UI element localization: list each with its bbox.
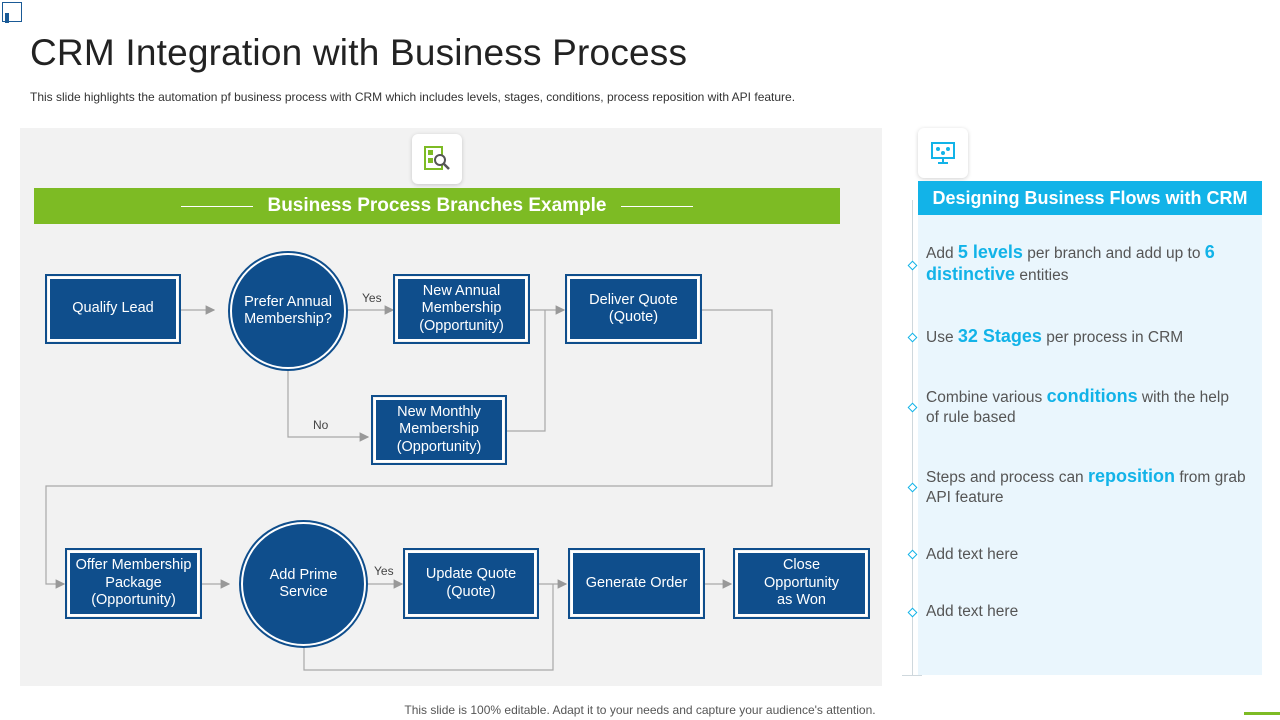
timeline-base <box>902 675 922 676</box>
node-prefer-annual-membership: Prefer Annual Membership? <box>230 253 346 369</box>
node-close-opportunity: Close Opportunity as Won <box>733 548 870 619</box>
branches-banner: Business Process Branches Example <box>34 188 840 224</box>
label-yes-annual: Yes <box>362 291 382 305</box>
crm-flows-header: Designing Business Flows with CRM <box>918 181 1262 215</box>
monitor-flow-icon-box <box>918 128 968 178</box>
connector-prefer-to-monthly <box>287 370 370 442</box>
banner-line-right <box>620 205 693 207</box>
connector-monthly-to-deliver <box>506 310 546 432</box>
monitor-flow-icon <box>931 142 955 164</box>
crm-flows-panel <box>918 205 1262 675</box>
banner-line-left <box>181 205 254 207</box>
point-placeholder-1: Add text here <box>926 546 1019 563</box>
point-placeholder-2: Add text here <box>926 603 1019 620</box>
connector-deliver-to-offer <box>45 309 773 589</box>
page-title: CRM Integration with Business Process <box>30 32 688 73</box>
node-deliver-quote: Deliver Quote (Quote) <box>565 274 702 344</box>
label-no-monthly: No <box>313 418 329 432</box>
node-add-prime-service: Add Prime Service <box>241 522 366 646</box>
point-levels: Add 5 levels per branch and add up to 6 … <box>926 242 1215 284</box>
node-offer-membership-package: Offer Membership Package (Opportunity) <box>65 548 202 619</box>
label-yes-update: Yes <box>374 564 394 578</box>
node-update-quote: Update Quote (Quote) <box>403 548 539 619</box>
banner-title: Business Process Branches Example <box>267 195 607 216</box>
process-analysis-icon <box>424 146 450 170</box>
point-stages: Use 32 Stages per process in CRM <box>926 326 1184 346</box>
page-subtitle: This slide highlights the automation pf … <box>30 90 796 104</box>
corner-logo-mark <box>2 2 22 23</box>
node-generate-order: Generate Order <box>568 548 705 619</box>
node-new-annual-membership: New Annual Membership (Opportunity) <box>393 274 530 344</box>
node-qualify-lead: Qualify Lead <box>45 274 181 344</box>
footer-accent-bar <box>1244 712 1280 715</box>
point-reposition: Steps and process can reposition from gr… <box>926 466 1246 506</box>
node-new-monthly-membership: New Monthly Membership (Opportunity) <box>371 395 507 465</box>
timeline-line <box>912 200 913 675</box>
footer-note: This slide is 100% editable. Adapt it to… <box>404 703 876 717</box>
connector-prime-to-update-loop <box>303 584 554 671</box>
process-analysis-icon-box <box>412 134 462 184</box>
point-conditions: Combine various conditions with the help… <box>926 386 1229 426</box>
